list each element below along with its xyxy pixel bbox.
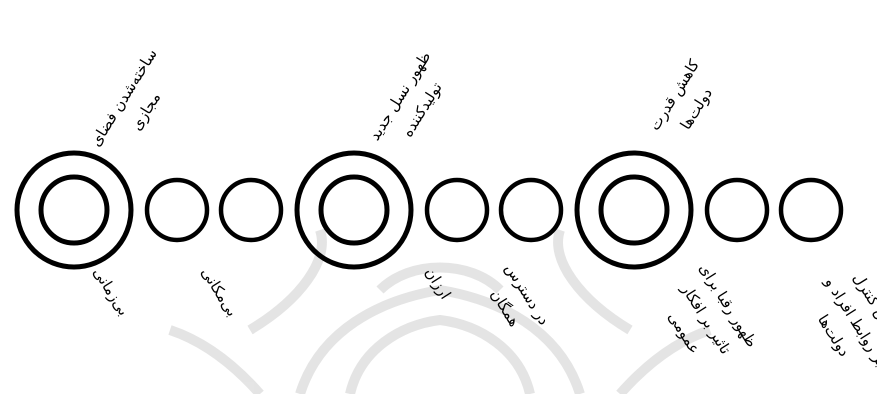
group-3-main-inner-ring bbox=[601, 177, 667, 243]
group-2-feature-1-ring bbox=[427, 180, 487, 240]
group-3-feature-2-ring bbox=[781, 180, 841, 240]
group-1-main-outer-ring bbox=[17, 153, 131, 267]
group-3-feature-1-ring bbox=[707, 180, 767, 240]
group-2-main-outer-ring bbox=[297, 153, 411, 267]
group-2-feature-2-ring bbox=[501, 180, 561, 240]
group-1-feature-1-ring bbox=[147, 180, 207, 240]
group-3-main-outer-ring bbox=[577, 153, 691, 267]
group-1-feature-2-ring bbox=[221, 180, 281, 240]
group-2-main-inner-ring bbox=[321, 177, 387, 243]
circles-layer bbox=[17, 153, 841, 267]
group-1-main-inner-ring bbox=[41, 177, 107, 243]
watermark-ornament bbox=[170, 230, 710, 394]
